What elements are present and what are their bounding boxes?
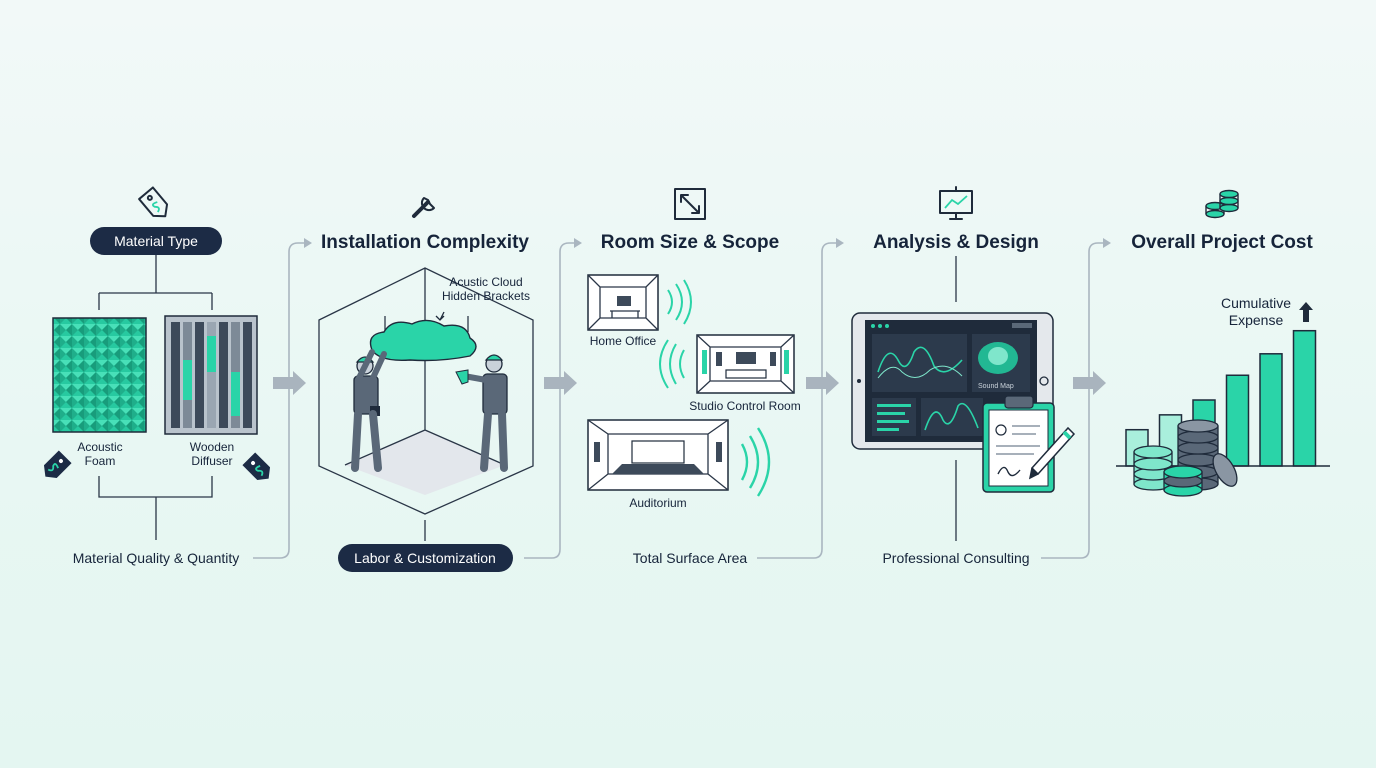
diffuser-price-tag-icon <box>242 452 271 481</box>
foam-price-tag-icon <box>43 450 72 479</box>
sound-waves-auditorium-icon <box>740 427 771 497</box>
material-type-pill <box>90 227 222 255</box>
flow-arrow-2 <box>544 371 577 395</box>
stage-analysis: Analysis & Design Sound Map <box>851 186 1076 566</box>
analysis-title: Analysis & Design <box>873 232 1039 253</box>
connector-4 <box>1041 238 1111 559</box>
flow-arrow-1 <box>273 371 306 395</box>
clipboard-icon <box>982 395 1076 493</box>
studio-label: Studio Control Room <box>689 399 800 413</box>
up-arrow-icon <box>1299 302 1313 322</box>
sound-map-label: Sound Map <box>978 383 1014 390</box>
acoustic-cloud <box>369 316 477 362</box>
installation-title: Installation Complexity <box>321 232 529 253</box>
worker-left <box>351 349 387 472</box>
material-footer: Material Quality & Quantity <box>73 550 240 566</box>
coin-stacks <box>1133 419 1238 497</box>
material-type-title: Material Type <box>114 233 198 249</box>
home-office-room <box>587 274 659 331</box>
studio-control-room <box>696 334 795 394</box>
wrench-icon <box>412 197 435 218</box>
flow-arrow-4 <box>1073 371 1106 395</box>
stage-room-size: Room Size & Scope Home Office Studio Con… <box>587 188 801 566</box>
connector-1 <box>253 238 312 559</box>
coin-stack-icon <box>1205 189 1239 219</box>
cost-bar-5 <box>1259 353 1283 467</box>
sound-waves-studio-icon <box>659 339 685 389</box>
home-office-label: Home Office <box>590 334 657 348</box>
connector-3 <box>757 238 844 559</box>
acoustic-foam-panel <box>52 317 147 433</box>
resize-icon <box>674 188 706 220</box>
sound-waves-icon <box>667 279 692 325</box>
auditorium-label: Auditorium <box>629 496 686 510</box>
overall-cost-title: Overall Project Cost <box>1131 232 1313 253</box>
room-size-footer: Total Surface Area <box>633 550 748 566</box>
flow-arrow-3 <box>806 371 839 395</box>
installation-footer: Labor & Customization <box>354 550 496 566</box>
connector-2 <box>524 238 582 559</box>
cost-bar-6 <box>1292 329 1317 467</box>
analysis-footer: Professional Consulting <box>882 550 1029 566</box>
cost-bar-4 <box>1225 374 1250 467</box>
auditorium-room <box>587 419 729 491</box>
labor-pill <box>338 544 513 572</box>
wooden-diffuser-panel <box>164 315 258 435</box>
room-size-title: Room Size & Scope <box>601 232 779 253</box>
price-tag-icon <box>138 186 169 218</box>
worker-right <box>455 354 508 472</box>
presentation-chart-icon <box>939 186 973 220</box>
